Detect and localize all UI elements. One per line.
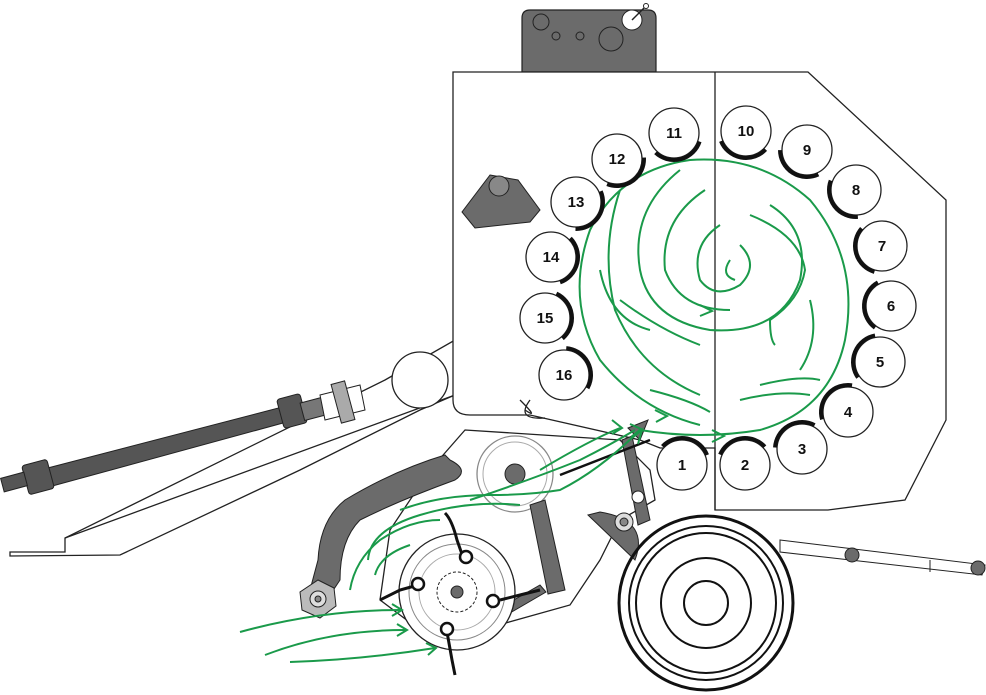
- roller-label: 8: [852, 182, 860, 199]
- roller-label: 3: [798, 441, 806, 458]
- roller-2: 2: [718, 436, 771, 491]
- roller-label: 9: [803, 142, 811, 159]
- wheel: [617, 514, 795, 692]
- roller-label: 1: [678, 457, 686, 474]
- roller-label: 2: [741, 457, 749, 474]
- roller-label: 4: [844, 404, 853, 421]
- rotor-assembly: [398, 490, 645, 651]
- roller-belt-arc: [654, 140, 702, 162]
- roller-label: 6: [887, 298, 895, 315]
- roller-label: 14: [543, 249, 560, 266]
- roller-7: 7: [853, 220, 908, 274]
- roller-12: 12: [591, 133, 646, 188]
- top-hydraulic-block: [521, 3, 657, 73]
- roller-circle: [538, 349, 590, 401]
- roller-1: 1: [656, 436, 709, 491]
- roller-label: 10: [738, 123, 755, 140]
- pto-shaft: [0, 351, 449, 495]
- roller-belt-arc: [862, 280, 879, 330]
- roller-circle: [830, 164, 882, 216]
- roller-9: 9: [778, 124, 833, 179]
- tensioner-block: [461, 174, 541, 229]
- crop-flow: [239, 158, 850, 663]
- tailgate-ramp: [779, 539, 986, 576]
- roller-circle: [822, 386, 874, 438]
- roller-circle: [781, 124, 833, 176]
- roller-circle: [525, 231, 577, 283]
- roller-4: 4: [819, 383, 874, 438]
- roller-circle: [656, 439, 708, 491]
- drawbar: [9, 338, 456, 557]
- roller-circle: [854, 336, 906, 388]
- roller-label: 7: [878, 238, 886, 255]
- roller-14: 14: [525, 231, 580, 285]
- roller-label: 15: [537, 310, 554, 327]
- roller-label: 5: [876, 354, 884, 371]
- roller-circle: [648, 107, 700, 159]
- roller-belt-arc: [773, 420, 816, 448]
- roller-10: 10: [719, 105, 772, 160]
- roller-circle: [865, 280, 917, 332]
- roller-5: 5: [851, 333, 906, 388]
- pickup-drive-arm: [299, 454, 462, 619]
- pickup-tines: [379, 438, 651, 676]
- roller-circle: [519, 292, 571, 344]
- roller-belt-arc: [851, 333, 876, 379]
- roller-circle: [720, 105, 772, 157]
- roller-label: 13: [568, 194, 585, 211]
- roller-belt-arc: [819, 383, 853, 420]
- roller-belt-arc: [827, 179, 859, 219]
- roller-circle: [550, 176, 602, 228]
- roller-belt-arc: [555, 291, 574, 341]
- roller-16: 16: [538, 346, 593, 401]
- roller-belt-arc: [719, 140, 768, 160]
- roller-11: 11: [648, 107, 702, 162]
- roller-label: 16: [556, 367, 573, 384]
- stripper-plates: [504, 419, 651, 614]
- roller-belt-arc: [575, 190, 605, 231]
- roller-belt-arc: [778, 150, 820, 179]
- roller-circle: [719, 439, 771, 491]
- roller-circle: [856, 220, 908, 272]
- roller-belt-arc: [559, 236, 580, 285]
- roller-belt-arc: [853, 226, 876, 274]
- roller-belt-arc: [606, 157, 646, 188]
- roller-label: 11: [666, 125, 682, 142]
- roller-label: 12: [609, 151, 626, 168]
- roller-8: 8: [827, 164, 882, 219]
- roller-13: 13: [550, 176, 605, 231]
- roller-belt-arc: [565, 346, 593, 390]
- roller-circle: [776, 423, 828, 475]
- roller-belt-arc: [718, 436, 767, 456]
- roller-belt-arc: [661, 436, 709, 456]
- roller-15: 15: [519, 291, 574, 344]
- roller-circle: [591, 133, 643, 185]
- roller-6: 6: [862, 280, 917, 332]
- roller-3: 3: [773, 420, 828, 475]
